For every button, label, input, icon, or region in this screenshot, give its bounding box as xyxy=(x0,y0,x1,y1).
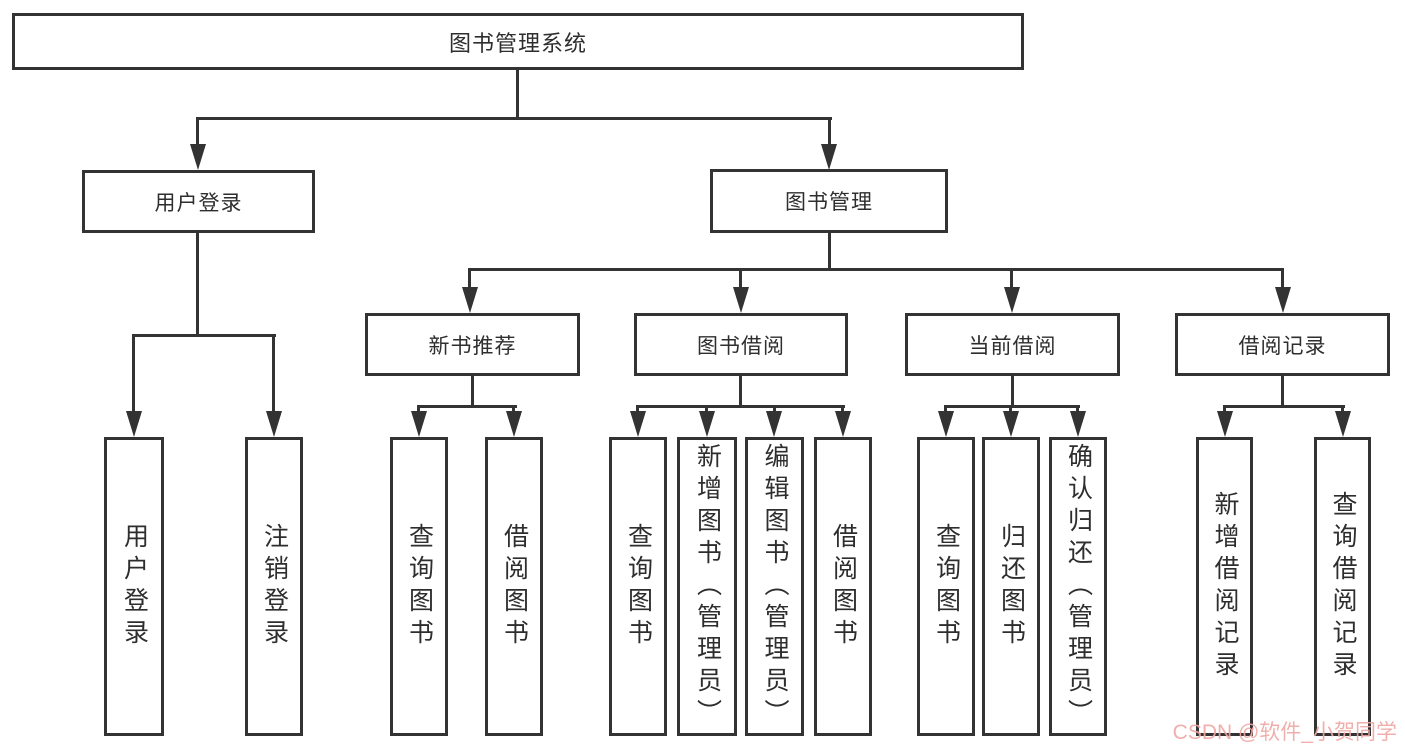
arrow-down-icon xyxy=(766,411,782,437)
leaf-label: 确认归还（管理员） xyxy=(1064,442,1093,731)
arrow-down-icon xyxy=(1217,411,1233,437)
arrow-down-icon xyxy=(835,411,851,437)
connector-line xyxy=(828,233,831,271)
connector-line xyxy=(468,268,471,289)
arrow-down-icon xyxy=(1003,411,1019,437)
leaf-label: 新增借阅记录 xyxy=(1211,490,1239,683)
connector-line xyxy=(132,334,276,337)
connector-line xyxy=(1009,405,1012,413)
node-book-management: 图书管理 xyxy=(710,169,948,233)
connector-line xyxy=(516,70,519,119)
connector-line xyxy=(512,405,515,413)
leaf-label: 归还图书 xyxy=(997,522,1026,651)
node-label: 借阅记录 xyxy=(1238,334,1327,358)
node-current-borrow: 当前借阅 xyxy=(905,313,1120,376)
leaf-query-books-borrow: 查询图书 xyxy=(609,437,667,736)
node-book-borrow: 图书借阅 xyxy=(634,313,848,376)
connector-line xyxy=(1076,405,1079,413)
leaf-query-books-current: 查询图书 xyxy=(917,437,975,736)
leaf-borrow-books: 借阅图书 xyxy=(814,437,872,736)
watermark: CSDN @软件_小贺同学 xyxy=(1172,721,1397,744)
connector-line xyxy=(196,233,199,336)
leaf-add-books-admin: 新增图书（管理员） xyxy=(677,437,737,736)
connector-line xyxy=(944,405,947,413)
arrow-down-icon xyxy=(733,287,749,313)
connector-line xyxy=(636,405,845,408)
leaf-label: 查询借阅记录 xyxy=(1329,490,1357,683)
connector-line xyxy=(417,405,420,413)
node-library-system: 图书管理系统 xyxy=(12,13,1024,70)
arrow-down-icon xyxy=(699,411,715,437)
leaf-return-books: 归还图书 xyxy=(982,437,1040,736)
leaf-logout: 注销登录 xyxy=(245,437,303,736)
node-label: 用户登录 xyxy=(154,191,243,215)
arrow-down-icon xyxy=(821,144,837,170)
node-user-login: 用户登录 xyxy=(82,170,315,233)
leaf-label: 查询图书 xyxy=(932,522,961,651)
leaf-label: 借阅图书 xyxy=(500,522,529,651)
leaf-label: 新增图书（管理员） xyxy=(693,442,722,731)
connector-line xyxy=(739,376,742,408)
leaf-borrow-books-recommend: 借阅图书 xyxy=(485,437,543,736)
connector-line xyxy=(132,334,135,413)
node-borrow-records: 借阅记录 xyxy=(1175,313,1390,376)
connector-line xyxy=(636,405,639,413)
node-label: 图书管理 xyxy=(785,191,873,214)
connector-line xyxy=(773,405,776,413)
leaf-label: 编辑图书（管理员） xyxy=(761,442,789,731)
connector-line xyxy=(196,117,199,147)
connector-line xyxy=(944,405,1080,408)
leaf-label: 用户登录 xyxy=(120,522,149,651)
arrow-down-icon xyxy=(1275,287,1291,313)
leaf-label: 注销登录 xyxy=(260,522,289,651)
connector-line xyxy=(705,405,708,413)
leaf-query-books-recommend: 查询图书 xyxy=(390,437,448,736)
leaf-confirm-return-admin: 确认归还（管理员） xyxy=(1049,437,1107,736)
arrow-down-icon xyxy=(1335,411,1351,437)
connector-line xyxy=(828,117,831,147)
connector-line xyxy=(272,334,275,413)
arrow-down-icon xyxy=(126,411,142,437)
connector-line xyxy=(1011,376,1014,408)
arrow-down-icon xyxy=(1070,411,1086,437)
arrow-down-icon xyxy=(411,411,427,437)
connector-line xyxy=(471,376,474,408)
node-label: 图书借阅 xyxy=(697,334,785,358)
connector-line xyxy=(841,405,844,413)
arrow-down-icon xyxy=(1004,287,1020,313)
connector-line xyxy=(417,405,517,408)
node-label: 图书管理系统 xyxy=(448,30,587,56)
node-label: 当前借阅 xyxy=(968,334,1057,358)
connector-line xyxy=(739,268,742,289)
leaf-user-login: 用户登录 xyxy=(104,437,164,736)
connector-line xyxy=(1010,268,1013,289)
arrow-down-icon xyxy=(506,411,522,437)
leaf-edit-books-admin: 编辑图书（管理员） xyxy=(745,437,804,736)
node-new-book-recommend: 新书推荐 xyxy=(365,313,580,376)
node-label: 新书推荐 xyxy=(428,334,517,358)
connector-line xyxy=(1223,405,1226,413)
leaf-label: 查询图书 xyxy=(405,522,434,651)
leaf-label: 查询图书 xyxy=(624,522,653,651)
arrow-down-icon xyxy=(190,144,206,170)
leaf-query-borrow-record: 查询借阅记录 xyxy=(1314,437,1371,736)
arrow-down-icon xyxy=(266,411,282,437)
connector-line xyxy=(468,268,1283,271)
connector-line xyxy=(196,117,832,120)
leaf-label: 借阅图书 xyxy=(829,522,858,651)
arrow-down-icon xyxy=(630,411,646,437)
arrow-down-icon xyxy=(938,411,954,437)
leaf-add-borrow-record: 新增借阅记录 xyxy=(1196,437,1253,736)
arrow-down-icon xyxy=(462,287,478,313)
connector-line xyxy=(1341,405,1344,413)
connector-line xyxy=(1281,268,1284,289)
connector-line xyxy=(1223,405,1345,408)
connector-line xyxy=(1281,376,1284,408)
